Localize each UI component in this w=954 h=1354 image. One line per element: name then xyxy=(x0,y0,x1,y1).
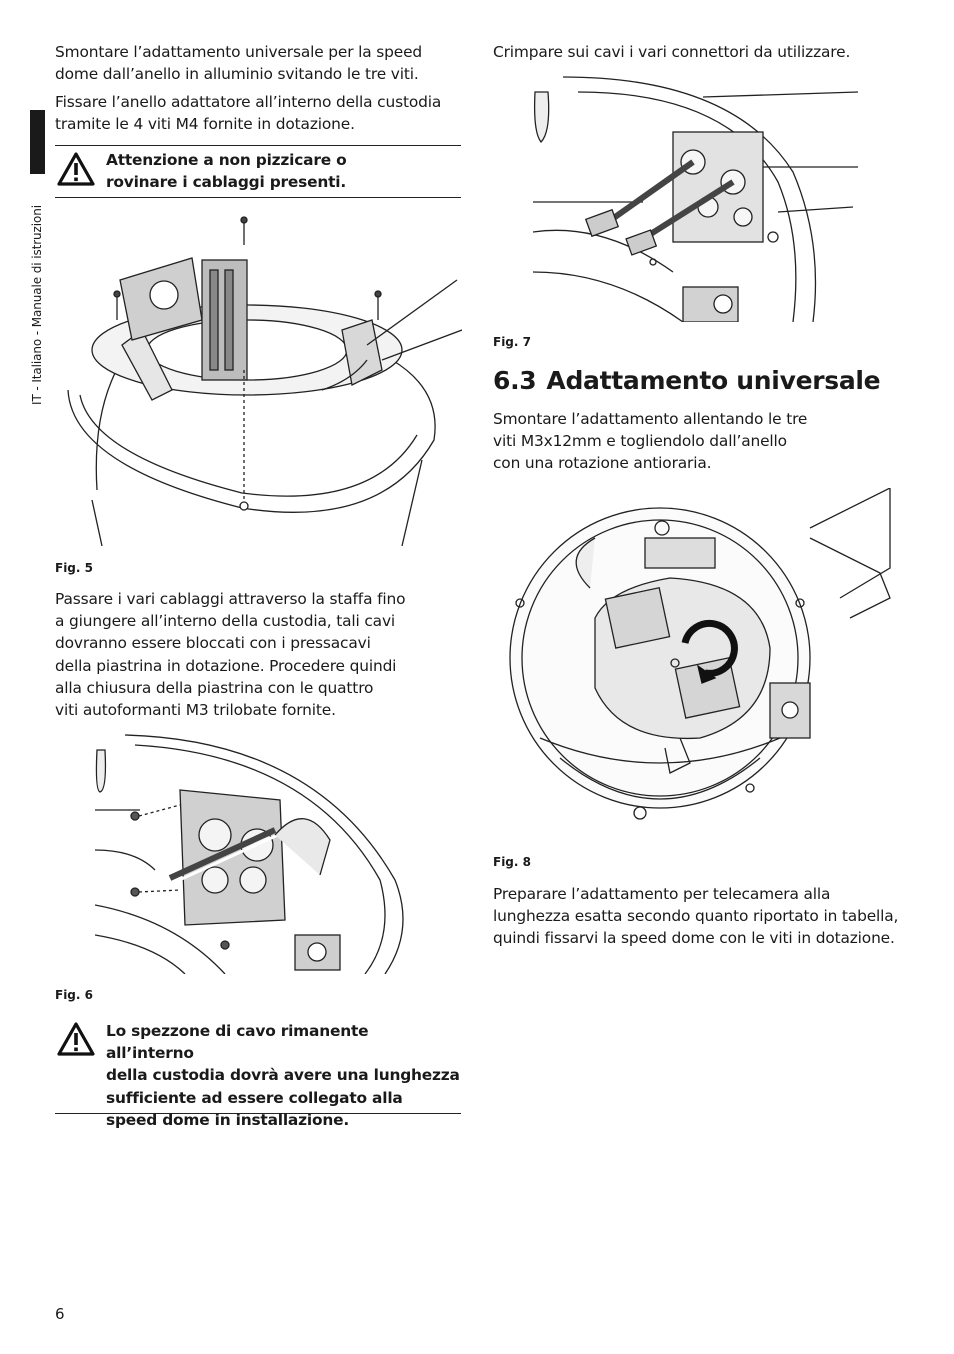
warning-box-2: Lo spezzone di cavo rimanente all’intern… xyxy=(55,1016,461,1129)
fig5-illustration xyxy=(67,216,462,546)
warning-1-text: Attenzione a non pizzicare o rovinare i … xyxy=(106,151,347,192)
fig8-caption: Fig. 8 xyxy=(493,855,531,869)
warning-triangle-icon xyxy=(57,152,95,186)
section-heading: 6.3 Adattamento universale xyxy=(493,366,881,396)
left-paragraph-2: Fissare l’anello adattatore all’interno … xyxy=(55,93,442,134)
section-number: 6.3 xyxy=(493,366,537,395)
warning-box-1: Attenzione a non pizzicare o rovinare i … xyxy=(55,145,461,198)
left-paragraph-1: Smontare l’adattamento universale per la… xyxy=(55,43,423,84)
warning-2-text: Lo spezzone di cavo rimanente all’intern… xyxy=(106,1022,460,1129)
warning-triangle-icon xyxy=(57,1022,95,1056)
fig6-caption: Fig. 6 xyxy=(55,988,93,1002)
right-paragraph-2: Smontare l’adattamento allentando le tre… xyxy=(493,410,808,473)
fig6-illustration xyxy=(95,734,404,974)
page-number: 6 xyxy=(55,1305,65,1323)
sidebar-tab-marker xyxy=(30,110,45,174)
fig5-caption: Fig. 5 xyxy=(55,561,93,575)
left-paragraph-3: Passare i vari cablaggi attraverso la st… xyxy=(55,590,406,720)
right-paragraph-1: Crimpare sui cavi i vari connettori da u… xyxy=(493,43,851,61)
fig8-illustration xyxy=(509,488,891,820)
right-paragraph-3: Preparare l’adattamento per telecamera a… xyxy=(493,885,899,948)
fig7-illustration xyxy=(533,76,859,322)
fig7-caption: Fig. 7 xyxy=(493,335,531,349)
section-title: Adattamento universale xyxy=(546,366,881,395)
